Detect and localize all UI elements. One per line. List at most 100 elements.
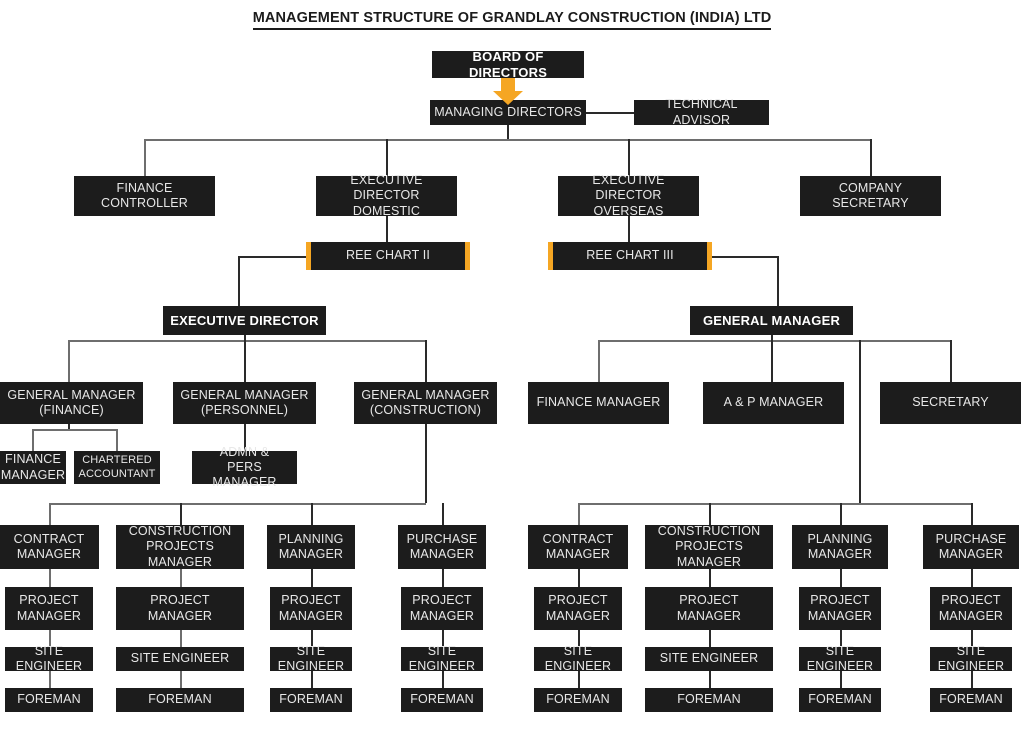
connector-chain-l3-b: [442, 630, 444, 647]
connector-right-drop-col-0: [578, 503, 580, 525]
node-right-col2-foreman[interactable]: FOREMAN: [799, 688, 881, 712]
connector-chain-r0-a: [578, 569, 580, 587]
connector-chain-l0-b: [49, 630, 51, 647]
node-executive-director-overseas[interactable]: EXECUTIVE DIRECTOR OVERSEAS: [558, 173, 699, 218]
node-right-col2-head[interactable]: PLANNING MANAGER: [792, 525, 888, 569]
connector-ed-overseas-to-ree3: [628, 216, 630, 242]
connector-chain-l3-a: [442, 569, 444, 587]
node-gm-personnel[interactable]: GENERAL MANAGER (PERSONNEL): [173, 382, 316, 424]
connector-drop-secretary: [950, 340, 952, 382]
node-left-col2-foreman[interactable]: FOREMAN: [270, 688, 352, 712]
node-right-col1-site-engineer[interactable]: SITE ENGINEER: [645, 647, 773, 671]
connector-ree3-to-general-manager: [777, 256, 779, 306]
node-left-col0-project-manager[interactable]: PROJECT MANAGER: [5, 587, 93, 630]
node-general-manager[interactable]: GENERAL MANAGER: [690, 306, 853, 335]
node-left-col2-project-manager[interactable]: PROJECT MANAGER: [270, 587, 352, 630]
connector-chain-r2-c: [840, 671, 842, 688]
connector-ree2-to-executive-director: [238, 256, 240, 306]
connector-drop-ap-manager: [771, 340, 773, 382]
node-right-col3-site-engineer[interactable]: SITE ENGINEER: [930, 644, 1012, 673]
node-left-col0-head[interactable]: CONTRACT MANAGER: [0, 525, 99, 569]
connector-left-drop-col-3: [442, 503, 444, 525]
connector-chain-l1-b: [180, 630, 182, 647]
connector-md-trunk: [507, 125, 509, 140]
node-right-col0-foreman[interactable]: FOREMAN: [534, 688, 622, 712]
connector-chain-l2-b: [311, 630, 313, 647]
node-executive-director[interactable]: EXECUTIVE DIRECTOR: [163, 306, 326, 335]
node-left-col3-head[interactable]: PURCHASE MANAGER: [398, 525, 486, 569]
node-finance-controller[interactable]: FINANCE CONTROLLER: [74, 176, 215, 216]
node-left-col1-foreman[interactable]: FOREMAN: [116, 688, 244, 712]
node-right-col3-head[interactable]: PURCHASE MANAGER: [923, 525, 1019, 569]
connector-left-drop-col-0: [49, 503, 51, 525]
connector-right-drop-col-2: [840, 503, 842, 525]
connector-chain-r0-b: [578, 630, 580, 647]
node-gm-construction[interactable]: GENERAL MANAGER (CONSTRUCTION): [354, 382, 497, 424]
node-left-col3-site-engineer[interactable]: SITE ENGINEER: [401, 644, 483, 673]
node-board-of-directors[interactable]: BOARD OF DIRECTORS: [432, 49, 584, 80]
node-executive-director-domestic[interactable]: EXECUTIVE DIRECTOR DOMESTIC: [316, 173, 457, 218]
connector-drop-finance-controller: [144, 139, 146, 176]
connector-drop-gm-finance: [68, 340, 70, 382]
node-left-col1-project-manager[interactable]: PROJECT MANAGER: [116, 587, 244, 630]
node-right-col3-project-manager[interactable]: PROJECT MANAGER: [930, 587, 1012, 630]
node-technical-advisor[interactable]: TECHNICAL ADVISOR: [634, 97, 769, 127]
connector-drop-finance-manager: [598, 340, 600, 382]
connector-chain-r3-c: [971, 671, 973, 688]
connector-chain-r2-b: [840, 630, 842, 647]
node-chartered-accountant[interactable]: CHARTERED ACCOUNTANT: [74, 451, 160, 484]
node-right-col2-project-manager[interactable]: PROJECT MANAGER: [799, 587, 881, 630]
node-left-col3-project-manager[interactable]: PROJECT MANAGER: [401, 587, 483, 630]
node-right-col0-project-manager[interactable]: PROJECT MANAGER: [534, 587, 622, 630]
connector-drop-gm-construction: [425, 340, 427, 382]
node-left-col1-head[interactable]: CONSTRUCTION PROJECTS MANAGER: [116, 524, 244, 569]
page-title: MANAGEMENT STRUCTURE OF GRANDLAY CONSTRU…: [0, 10, 1024, 30]
node-right-col1-foreman[interactable]: FOREMAN: [645, 688, 773, 712]
connector-gm-to-right-bottom-bus: [859, 340, 861, 504]
connector-chain-r1-c: [709, 671, 711, 688]
node-right-col3-foreman[interactable]: FOREMAN: [930, 688, 1012, 712]
node-left-col2-site-engineer[interactable]: SITE ENGINEER: [270, 644, 352, 673]
node-left-col0-foreman[interactable]: FOREMAN: [5, 688, 93, 712]
connector-chain-l1-c: [180, 671, 182, 688]
connector-chain-r3-b: [971, 630, 973, 647]
connector-gm-children-bus: [598, 340, 951, 342]
connector-md-to-technical-advisor: [584, 112, 636, 114]
connector-left-drop-col-1: [180, 503, 182, 525]
connector-gm-trunk: [771, 334, 773, 341]
node-gm-finance[interactable]: GENERAL MANAGER (FINANCE): [0, 382, 143, 424]
node-right-col1-head[interactable]: CONSTRUCTION PROJECTS MANAGER: [645, 524, 773, 569]
node-left-col3-foreman[interactable]: FOREMAN: [401, 688, 483, 712]
connector-chain-r2-a: [840, 569, 842, 587]
node-right-col0-head[interactable]: CONTRACT MANAGER: [528, 525, 628, 569]
node-admn-pers-manager[interactable]: ADMN & PERS MANAGER: [192, 445, 297, 489]
node-right-col1-project-manager[interactable]: PROJECT MANAGER: [645, 587, 773, 630]
connector-ed-domestic-to-ree2: [386, 216, 388, 242]
connector-gm-finance-bus: [32, 429, 117, 431]
node-ap-manager[interactable]: A & P MANAGER: [703, 382, 844, 424]
connector-left-drop-col-2: [311, 503, 313, 525]
connector-drop-company-secretary: [870, 139, 872, 176]
node-right-col0-site-engineer[interactable]: SITE ENGINEER: [534, 644, 622, 673]
connector-gm-personnel-to-admn: [244, 424, 246, 451]
connector-drop-gm-personnel: [244, 340, 246, 382]
connector-gm-construction-trunk: [425, 424, 427, 503]
connector-chain-r1-b: [709, 630, 711, 647]
node-left-col0-site-engineer[interactable]: SITE ENGINEER: [5, 644, 93, 673]
node-right-col2-site-engineer[interactable]: SITE ENGINEER: [799, 644, 881, 673]
node-ree-chart-3[interactable]: REE CHART III: [548, 242, 712, 270]
node-left-col2-head[interactable]: PLANNING MANAGER: [267, 525, 355, 569]
connector-chain-l0-a: [49, 569, 51, 587]
node-ree-chart-2[interactable]: REE CHART II: [306, 242, 470, 270]
node-secretary[interactable]: SECRETARY: [880, 382, 1021, 424]
node-finance-manager-small[interactable]: FINANCE MANAGER: [0, 451, 66, 484]
connector-chain-r0-c: [578, 671, 580, 688]
connector-chain-l2-c: [311, 671, 313, 688]
node-left-col1-site-engineer[interactable]: SITE ENGINEER: [116, 647, 244, 671]
connector-chain-l1-a: [180, 569, 182, 587]
node-company-secretary[interactable]: COMPANY SECRETARY: [800, 176, 941, 216]
node-finance-manager[interactable]: FINANCE MANAGER: [528, 382, 669, 424]
connector-drop-ed-overseas: [628, 139, 630, 176]
page-title-text: MANAGEMENT STRUCTURE OF GRANDLAY CONSTRU…: [252, 10, 772, 30]
connector-drop-finance-manager-small: [32, 429, 34, 451]
